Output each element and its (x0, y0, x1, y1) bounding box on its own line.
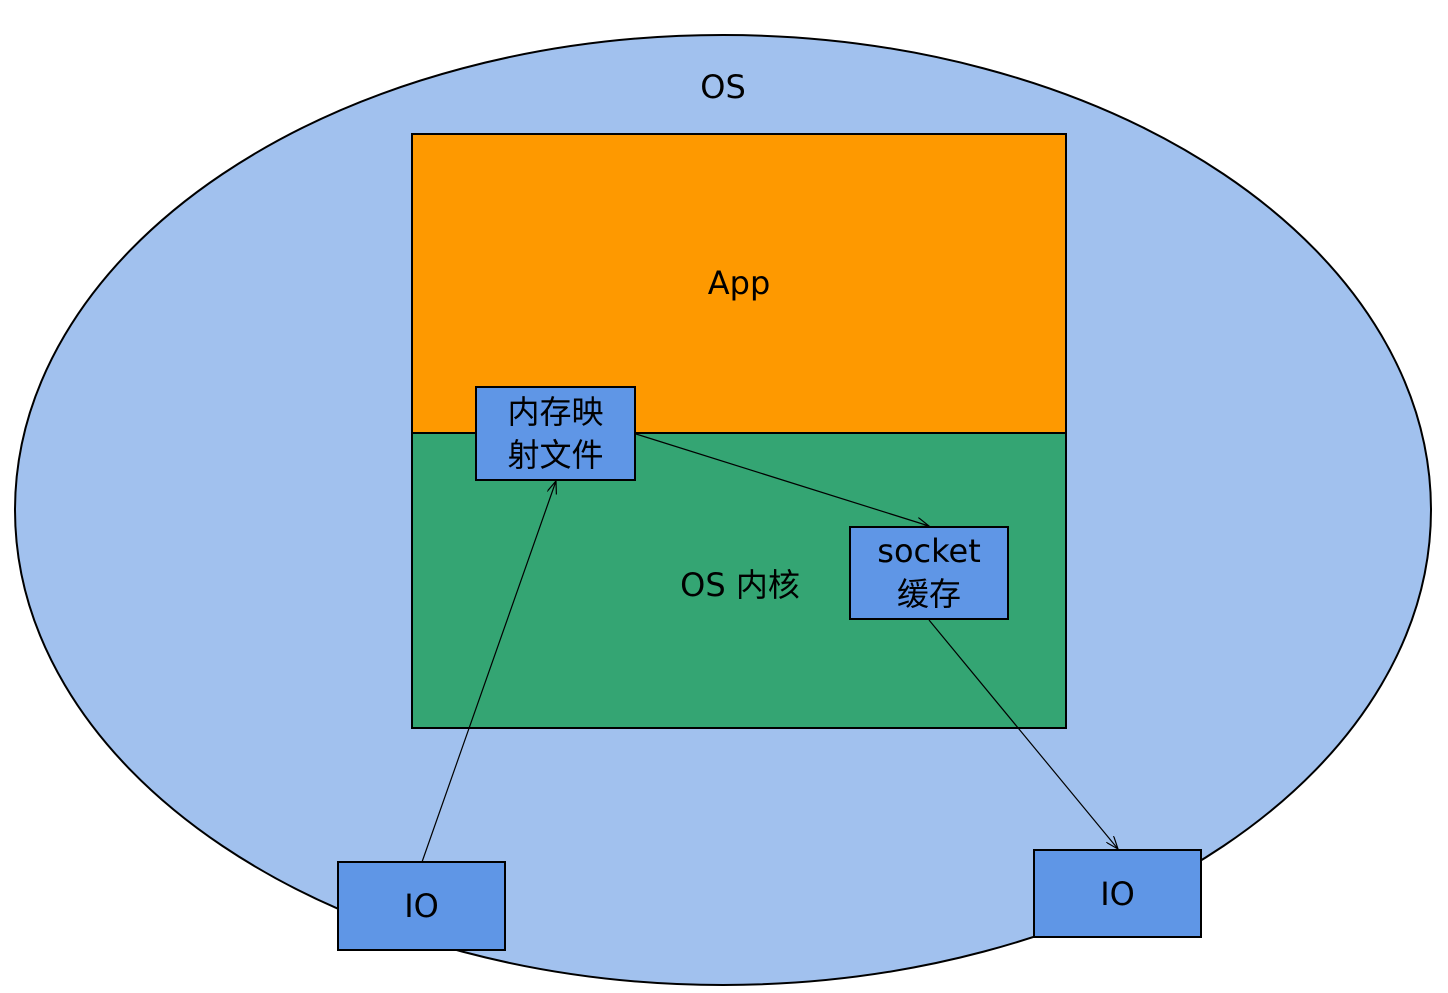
app-region (411, 133, 1067, 434)
socket-buffer-label: socket 缓存 (877, 532, 981, 613)
socket-buffer-node[interactable]: socket 缓存 (849, 526, 1009, 620)
arrow-socket-to-io (928, 619, 1118, 849)
os-label: OS (700, 68, 746, 106)
arrow-io-to-mmap (421, 481, 556, 863)
arrow-mmap-to-socket (635, 433, 929, 526)
app-label: App (707, 264, 771, 302)
mmap-file-label: 内存映 射文件 (507, 392, 604, 474)
io-left-node[interactable]: IO (337, 861, 506, 951)
mmap-file-node[interactable]: 内存映 射文件 (475, 386, 636, 481)
io-right-node[interactable]: IO (1033, 849, 1202, 938)
io-left-label: IO (404, 887, 439, 925)
kernel-label: OS 内核 (680, 566, 800, 604)
io-right-label: IO (1100, 874, 1135, 913)
